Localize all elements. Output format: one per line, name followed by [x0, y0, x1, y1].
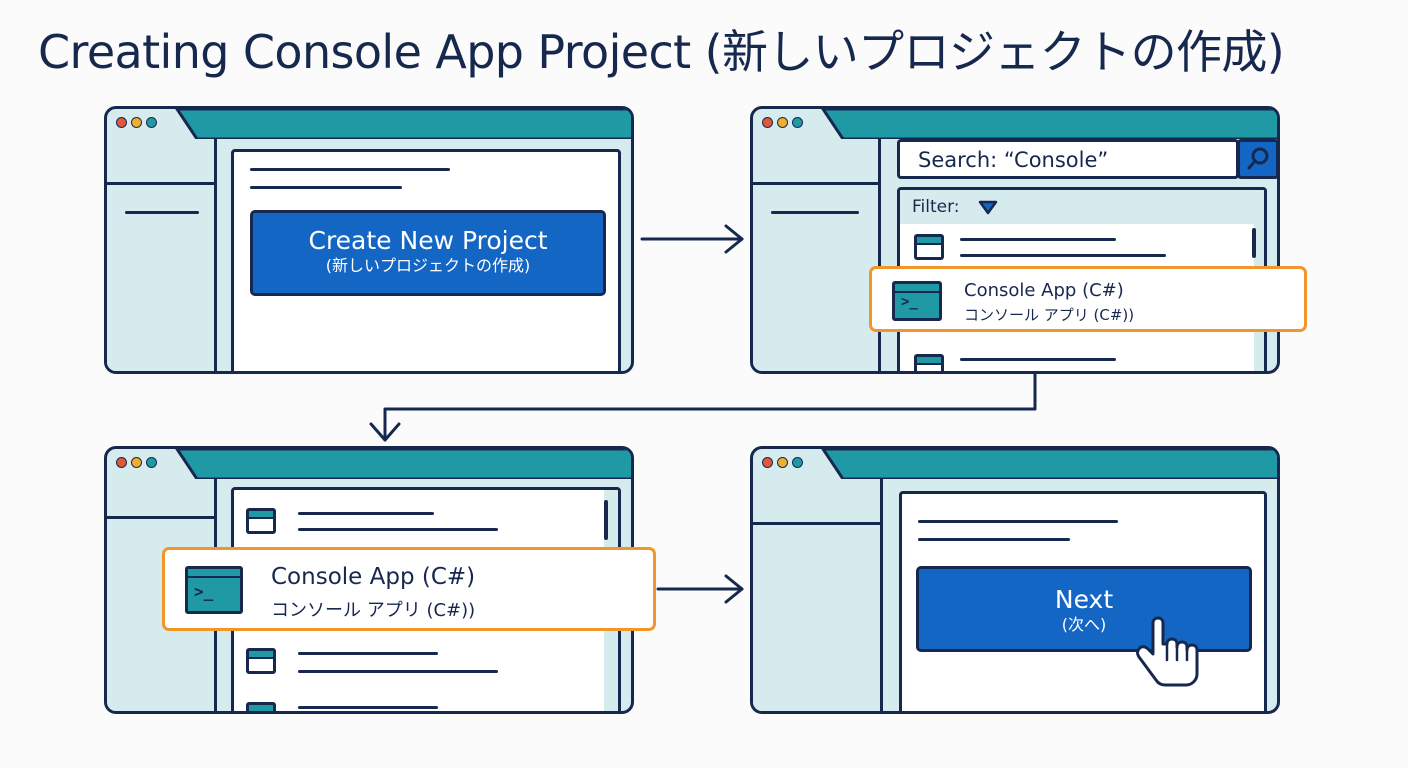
window-controls[interactable]: [116, 117, 157, 128]
content-area: Create New Project (新しいプロジェクトの作成): [231, 149, 621, 371]
content-area: Next (次へ): [899, 491, 1267, 711]
filter-label: Filter:: [912, 197, 960, 217]
window-step2-search: Search: “Console” Filter:: [750, 106, 1280, 374]
minimize-dot-icon[interactable]: [131, 457, 142, 468]
button-label: Next: [1054, 585, 1114, 614]
template-icon: [914, 234, 944, 260]
close-dot-icon[interactable]: [762, 457, 773, 468]
window-controls[interactable]: [762, 457, 803, 468]
minimize-dot-icon[interactable]: [777, 117, 788, 128]
template-icon: [246, 508, 276, 534]
create-new-project-button[interactable]: Create New Project (新しいプロジェクトの作成): [250, 210, 606, 296]
magnifier-icon: [1247, 147, 1269, 170]
window-titlebar: [107, 449, 631, 479]
minimize-dot-icon[interactable]: [131, 117, 142, 128]
window-controls[interactable]: [762, 117, 803, 128]
console-app-template-card[interactable]: >_ Console App (C#) コンソール アプリ (C#)): [869, 266, 1307, 332]
template-icon: [246, 648, 276, 674]
text-placeholder-line: [298, 528, 498, 531]
button-sublabel: (次へ): [1061, 615, 1107, 634]
maximize-dot-icon[interactable]: [792, 457, 803, 468]
template-subtitle: コンソール アプリ (C#)): [271, 600, 476, 621]
button-sublabel: (新しいプロジェクトの作成): [325, 256, 531, 275]
console-app-template-card-selected[interactable]: >_ Console App (C#) コンソール アプリ (C#)): [162, 547, 656, 631]
text-placeholder-line: [250, 168, 450, 171]
button-label: Create New Project: [308, 226, 548, 255]
template-icon: [914, 354, 944, 371]
text-placeholder-line: [960, 238, 1116, 241]
maximize-dot-icon[interactable]: [146, 457, 157, 468]
terminal-icon: >_: [892, 281, 942, 321]
sidebar-item-placeholder[interactable]: [771, 211, 859, 214]
search-input[interactable]: Search: “Console”: [897, 139, 1239, 179]
terminal-icon: >_: [185, 566, 243, 614]
sidebar-header: [753, 479, 880, 525]
sidebar: [753, 139, 881, 371]
template-title: Console App (C#): [271, 564, 476, 590]
arrow-step1-to-step2: [640, 224, 744, 254]
window-titlebar: [753, 449, 1277, 479]
close-dot-icon[interactable]: [762, 117, 773, 128]
maximize-dot-icon[interactable]: [792, 117, 803, 128]
text-placeholder-line: [250, 186, 402, 189]
window-step1-start: Create New Project (新しいプロジェクトの作成): [104, 106, 634, 374]
template-title: Console App (C#): [964, 280, 1124, 301]
text-placeholder-line: [298, 652, 438, 655]
search-button[interactable]: [1237, 139, 1277, 179]
minimize-dot-icon[interactable]: [777, 457, 788, 468]
scrollbar[interactable]: [1252, 228, 1256, 258]
filter-bar: Filter:: [900, 190, 1264, 224]
scrollbar[interactable]: [604, 500, 608, 540]
sidebar-header: [753, 139, 878, 185]
text-placeholder-line: [918, 520, 1118, 523]
text-placeholder-line: [960, 254, 1166, 257]
sidebar: [107, 139, 217, 371]
template-icon: [246, 702, 276, 711]
window-titlebar: [107, 109, 631, 139]
window-controls[interactable]: [116, 457, 157, 468]
arrow-step3-to-step4: [656, 574, 744, 604]
search-query-text: Search: “Console”: [918, 148, 1109, 172]
sidebar-item-placeholder[interactable]: [125, 211, 199, 214]
window-titlebar: [753, 109, 1277, 139]
text-placeholder-line: [298, 512, 434, 515]
close-dot-icon[interactable]: [116, 117, 127, 128]
triangle-down-icon[interactable]: [978, 200, 998, 216]
text-placeholder-line: [918, 538, 1070, 541]
sidebar-header: [107, 479, 214, 519]
arrow-step2-to-step3: [369, 372, 1037, 442]
page-title: Creating Console App Project (新しいプロジェクトの…: [38, 25, 1285, 79]
text-placeholder-line: [298, 706, 438, 709]
close-dot-icon[interactable]: [116, 457, 127, 468]
sidebar: [753, 479, 883, 711]
text-placeholder-line: [298, 670, 498, 673]
next-button[interactable]: Next (次へ): [916, 566, 1252, 652]
sidebar-header: [107, 139, 214, 185]
maximize-dot-icon[interactable]: [146, 117, 157, 128]
template-subtitle: コンソール アプリ (C#)): [964, 306, 1135, 324]
text-placeholder-line: [960, 358, 1116, 361]
window-step4-next: Next (次へ): [750, 446, 1280, 714]
